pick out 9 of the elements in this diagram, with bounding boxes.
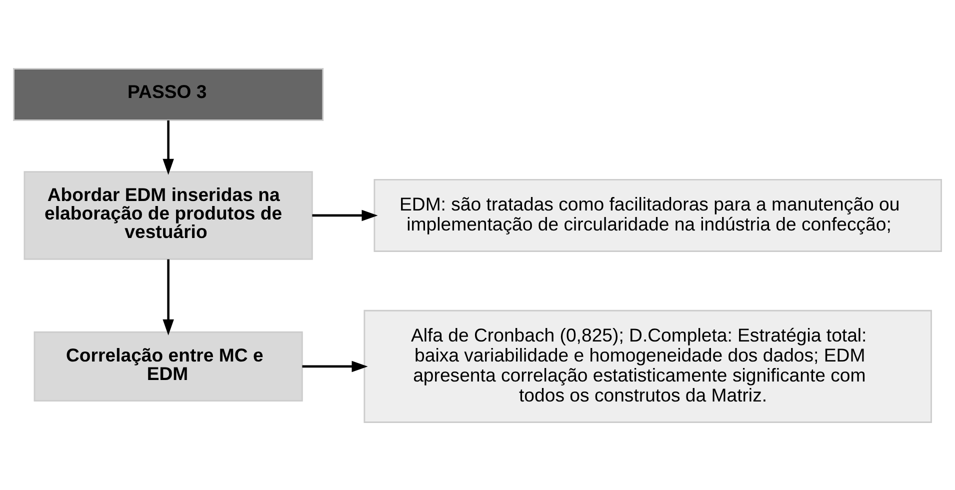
node-box: EDM: são tratadas como facilitadoras para a manutenção ou implementação de circularidade na indústria de confecção; — [374, 178, 942, 252]
node-box: Abordar EDM inseridas na elaboração de produtos de vestuário — [24, 170, 313, 260]
arrow — [312, 209, 378, 221]
node-box: PASSO 3 — [13, 68, 324, 120]
arrow — [162, 258, 174, 335]
arrow — [162, 120, 174, 174]
node-box: Alfa de Cronbach (0,825); D.Completa: Estratégia total: baixa variabilidade e homogeneidade dos dados; EDM apresenta correlação estatisticamente significante com todos os construtos da Matriz. — [364, 309, 932, 422]
arrow — [302, 360, 368, 372]
node-box: Correlação entre MC e EDM — [34, 330, 303, 402]
